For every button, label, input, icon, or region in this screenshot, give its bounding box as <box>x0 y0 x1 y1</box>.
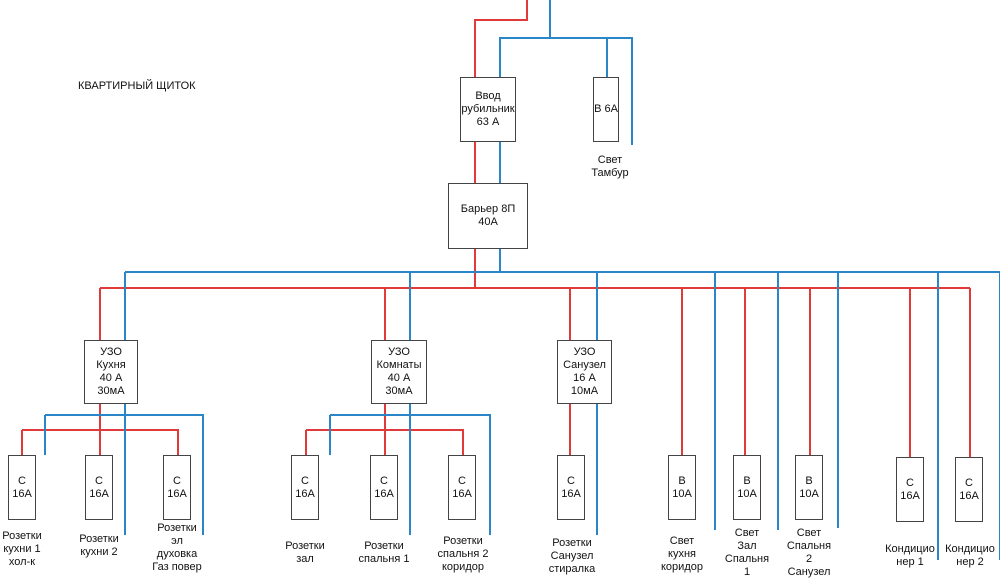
breaker-box: С 16А <box>557 455 585 520</box>
breaker-label: B 10A <box>799 474 819 500</box>
neutral-wire <box>45 414 204 535</box>
breaker-box: B 10A <box>795 455 823 520</box>
uzo-box: УЗО Комнаты 40 А 30мА <box>371 340 427 404</box>
light-caption: Свет Тамбур <box>591 154 629 179</box>
breaker-caption: Свет Зал Спальня 1 <box>724 527 770 578</box>
breaker-box: С 16А <box>896 457 924 522</box>
breaker-caption: Розетки спальня 2 коридор <box>437 535 489 573</box>
breaker-caption: Кондицио нер 2 <box>945 543 995 568</box>
breaker-box: С 16А <box>163 455 191 520</box>
panel-title: КВАРТИРНЫЙ ЩИТОК <box>78 80 196 92</box>
uzo-label: УЗО Санузел 16 А 10мА <box>563 346 606 397</box>
breaker-label: С 16А <box>295 474 315 500</box>
breaker-box: B 10A <box>733 455 761 520</box>
main-switch-box: Ввод рубильник 63 А <box>460 77 516 142</box>
breaker-caption: Розетки спальня 1 <box>358 540 410 565</box>
breaker-caption: Розетки эл духовка Газ повер <box>152 522 202 573</box>
breaker-box: С 16А <box>85 455 113 520</box>
breaker-label: С 16А <box>374 474 394 500</box>
breaker-box: B 10A <box>668 455 696 520</box>
uzo-label: УЗО Кухня 40 А 30мА <box>96 346 126 397</box>
main-switch-label: Ввод рубильник 63 А <box>461 90 515 128</box>
phase-wire <box>306 429 464 455</box>
breaker-label: С 16А <box>900 476 920 502</box>
breaker-label: B 10A <box>672 474 692 500</box>
breaker-caption: Кондицио нер 1 <box>885 543 935 568</box>
uzo-box: УЗО Кухня 40 А 30мА <box>84 340 138 404</box>
breaker-label: С 16А <box>561 474 581 500</box>
breaker-label: С 16А <box>452 474 472 500</box>
light-breaker-box: B 6A <box>593 77 619 142</box>
breaker-label: С 16А <box>12 474 32 500</box>
phase-wire <box>22 429 179 455</box>
neutral-wire <box>550 37 633 145</box>
breaker-label: B 10A <box>737 474 757 500</box>
phase-wire <box>474 0 528 77</box>
breaker-caption: Розетки кухни 1 хол-к <box>2 530 42 568</box>
neutral-wire <box>499 0 551 77</box>
breaker-box: С 16А <box>448 455 476 520</box>
barrier-box: Барьер 8П 40А <box>448 183 528 249</box>
neutral-wire <box>330 414 491 535</box>
breaker-box: С 16А <box>955 457 983 522</box>
breaker-box: С 16А <box>291 455 319 520</box>
breaker-caption: Свет кухня коридор <box>661 535 703 573</box>
breaker-caption: Розетки Санузел стиралка <box>548 537 596 575</box>
breaker-caption: Розетки кухни 2 <box>79 533 119 558</box>
breaker-caption: Свет Спальня 2 Санузел <box>786 527 832 578</box>
light-breaker-label: B 6A <box>594 103 618 115</box>
breaker-label: С 16А <box>89 474 109 500</box>
breaker-box: С 16А <box>370 455 398 520</box>
uzo-label: УЗО Комнаты 40 А 30мА <box>376 346 422 397</box>
breaker-label: С 16А <box>959 476 979 502</box>
uzo-box: УЗО Санузел 16 А 10мА <box>557 340 612 404</box>
breaker-label: С 16А <box>167 474 187 500</box>
barrier-label: Барьер 8П 40А <box>460 203 516 228</box>
breaker-box: С 16А <box>8 455 36 520</box>
breaker-caption: Розетки зал <box>285 540 325 565</box>
